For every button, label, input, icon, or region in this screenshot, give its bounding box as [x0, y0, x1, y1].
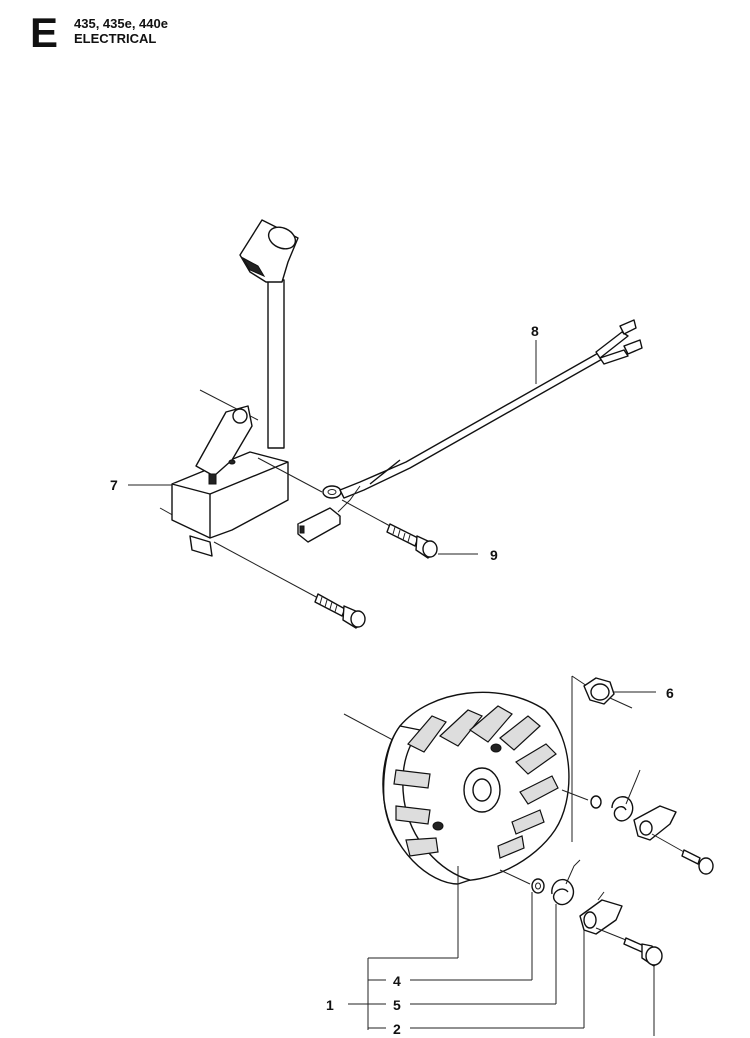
pawl-2: [579, 891, 623, 935]
callout-bracket: [348, 866, 655, 1036]
callout-1: 1: [326, 997, 334, 1013]
callout-6: 6: [666, 685, 674, 701]
flywheel: [343, 691, 570, 885]
callout-9: 9: [490, 547, 498, 563]
screw-9: [341, 499, 438, 559]
washer-4: [499, 869, 545, 894]
callout-7: 7: [110, 477, 118, 493]
callout-8: 8: [531, 323, 539, 339]
wire-harness: [257, 319, 643, 543]
section-title: ELECTRICAL: [74, 31, 157, 46]
callout-5: 5: [393, 997, 401, 1013]
screw-lower: [213, 541, 366, 629]
section-letter: E: [30, 9, 59, 56]
nut-6: [571, 675, 633, 842]
callout-2: 2: [393, 1021, 401, 1037]
model-list: 435, 435e, 440e: [74, 16, 168, 31]
pawl-assembly-upper: [561, 769, 714, 875]
callout-4: 4: [393, 973, 401, 989]
ignition-module: [159, 219, 299, 557]
spring-5: [551, 859, 581, 906]
screw-lower-pawl: [595, 927, 663, 967]
